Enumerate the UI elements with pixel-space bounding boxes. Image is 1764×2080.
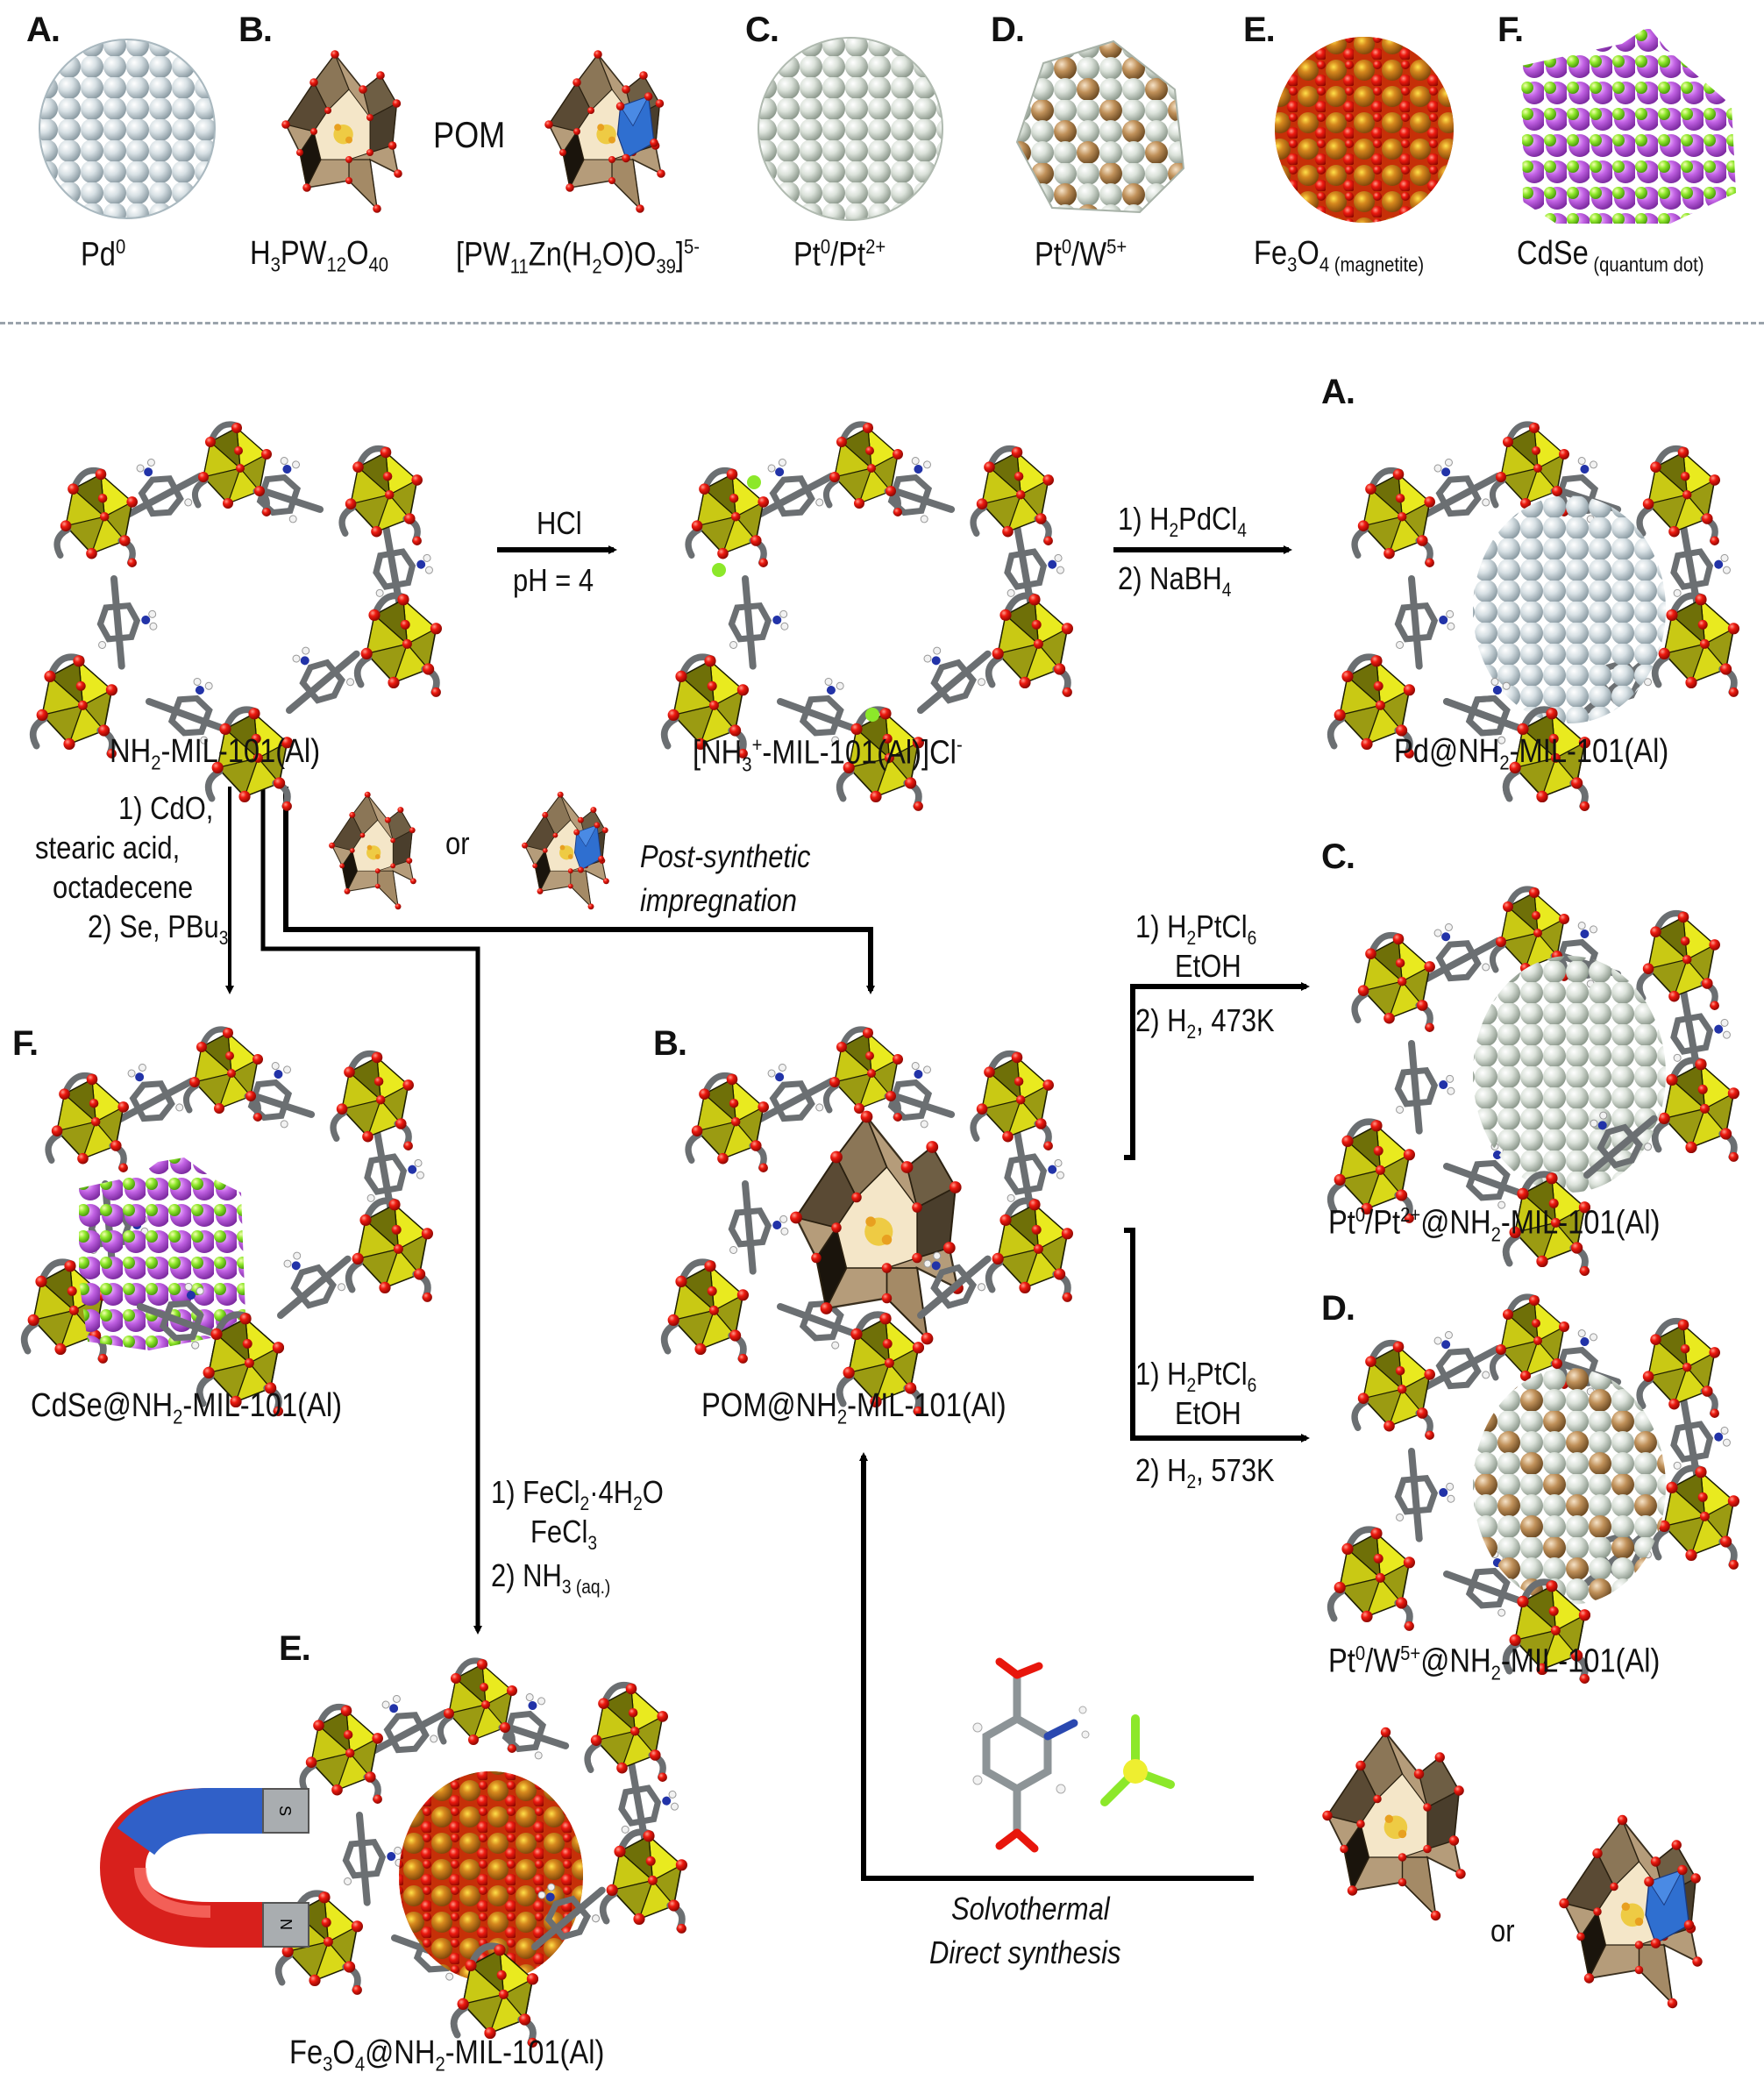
arrow-solvothermal [859, 1452, 1254, 1881]
cond-pt573-step1: 1) H2PtCl6 [1135, 1356, 1257, 1397]
pom-keggin-bottom-icon [1321, 1726, 1467, 1922]
legend-letter-c: C. [745, 11, 779, 49]
legend-letter-a: A. [26, 11, 60, 49]
cond-ph: pH = 4 [513, 562, 594, 598]
legend-label-cdse: CdSe (quantum dot) [1517, 235, 1704, 276]
pom-label: POM [433, 114, 506, 155]
cond-pt473-step1: 1) H2PtCl6 [1135, 908, 1257, 950]
pom-zn-bottom-icon [1543, 1806, 1718, 2026]
cond-cdse-2: stearic acid, [35, 830, 181, 865]
cond-pd-step1: 1) H2PdCl4 [1118, 501, 1247, 542]
cond-pt473-step2: 2) H2, 473K [1135, 1002, 1275, 1044]
arrow-impregnation [283, 787, 875, 994]
cond-pt573-step2: 2) H2, 573K [1135, 1452, 1275, 1493]
legend-letter-e: E. [1243, 11, 1276, 49]
cond-direct-synthesis: Direct synthesis [929, 1934, 1121, 1970]
label-pom-mil-101: POM@NH2-MIL-101(Al) [701, 1387, 1006, 1428]
panel-letter-a: A. [1321, 373, 1355, 411]
label-pt-mil-101: Pt0/Pt2+@NH2-MIL-101(Al) [1328, 1203, 1661, 1246]
cond-pd-step2: 2) NaBH4 [1118, 560, 1232, 602]
cond-hcl: HCl [537, 505, 582, 541]
horseshoe-magnet-icon: S N [99, 1788, 309, 1948]
cond-pt473-solvent: EtOH [1175, 948, 1241, 984]
cdse-quantum-dot-icon [1521, 26, 1736, 224]
legend-letter-b: B. [238, 11, 273, 49]
mof-pom-loaded [649, 1017, 1105, 1403]
legend-letter-f: F. [1497, 11, 1524, 49]
mof-pd-loaded [1315, 412, 1764, 798]
panel-letter-e: E. [279, 1629, 311, 1668]
legend-label-pw11zn: [PW11Zn(H2O)O39]5- [456, 235, 701, 278]
cond-impregnation: impregnation [640, 882, 797, 918]
mof-pt-loaded [1315, 877, 1764, 1228]
pom-keggin-small-icon [328, 791, 417, 910]
cond-solvothermal: Solvothermal [951, 1891, 1110, 1927]
pt-nanoparticle-icon [758, 37, 943, 221]
label-fe3o4-mil-101: Fe3O4@NH2-MIL-101(Al) [289, 2034, 605, 2076]
label-nh3-mil-101-cl: [NH3+-MIL-101(Al)]Cl- [693, 733, 963, 776]
magnet-pole-n: N [278, 1919, 295, 1930]
cond-fe-step2: 2) NH3 (aq.) [491, 1557, 611, 1599]
label-pd-mil-101: Pd@NH2-MIL-101(Al) [1394, 733, 1669, 774]
mof-nh3-protonated [649, 412, 1105, 798]
cond-post-synthetic: Post-synthetic [640, 838, 811, 874]
mof-fe3o4-loaded [263, 1649, 719, 2034]
arrow-pt473 [1124, 982, 1310, 1160]
cond-fe-fecl3: FeCl3 [530, 1514, 598, 1555]
label-cdse-mil-101: CdSe@NH2-MIL-101(Al) [31, 1387, 342, 1428]
label-ptw-mil-101: Pt0/W5+@NH2-MIL-101(Al) [1328, 1642, 1661, 1685]
linker-molecule-icon [972, 1657, 1175, 1853]
mof-ptw-loaded [1315, 1285, 1764, 1670]
label-nh2-mil-101: NH2-MIL-101(Al) [110, 733, 321, 774]
cond-cdse-4: 2) Se, PBu3 [88, 908, 229, 950]
cond-cdse-1: 1) CdO, [118, 790, 214, 826]
legend-label-h3pw12o40: H3PW12O40 [250, 235, 389, 276]
legend-letter-d: D. [991, 11, 1025, 49]
pd-nanoparticle-icon [39, 39, 216, 219]
mof-cdse-loaded [9, 1017, 465, 1403]
section-divider [0, 322, 1764, 324]
legend-label-ptw: Pt0/W5+ [1035, 235, 1127, 274]
panel-letter-b: B. [653, 1024, 687, 1063]
arrow-fe [260, 787, 482, 1635]
magnetite-nanoparticle-icon [1275, 37, 1454, 223]
cond-fe-step1: 1) FeCl2·4H2O [491, 1474, 664, 1515]
magnet-pole-s: S [276, 1806, 294, 1816]
legend-label-pt: Pt0/Pt2+ [793, 235, 886, 274]
panel-letter-f: F. [12, 1024, 39, 1063]
pt-w-nanoparticle-icon [1015, 39, 1185, 214]
cond-pt573-solvent: EtOH [1175, 1395, 1241, 1431]
cond-or-1: or [445, 825, 470, 861]
cond-cdse-3: octadecene [53, 869, 194, 905]
arrow-pt573 [1124, 1228, 1310, 1442]
legend-label-pd: Pd0 [81, 235, 126, 274]
panel-letter-c: C. [1321, 837, 1355, 876]
panel-letter-d: D. [1321, 1289, 1355, 1328]
legend-label-fe3o4: Fe3O4 (magnetite) [1254, 235, 1425, 276]
pom-zn-small-icon [500, 789, 631, 912]
cond-or-2: or [1490, 1913, 1515, 1948]
